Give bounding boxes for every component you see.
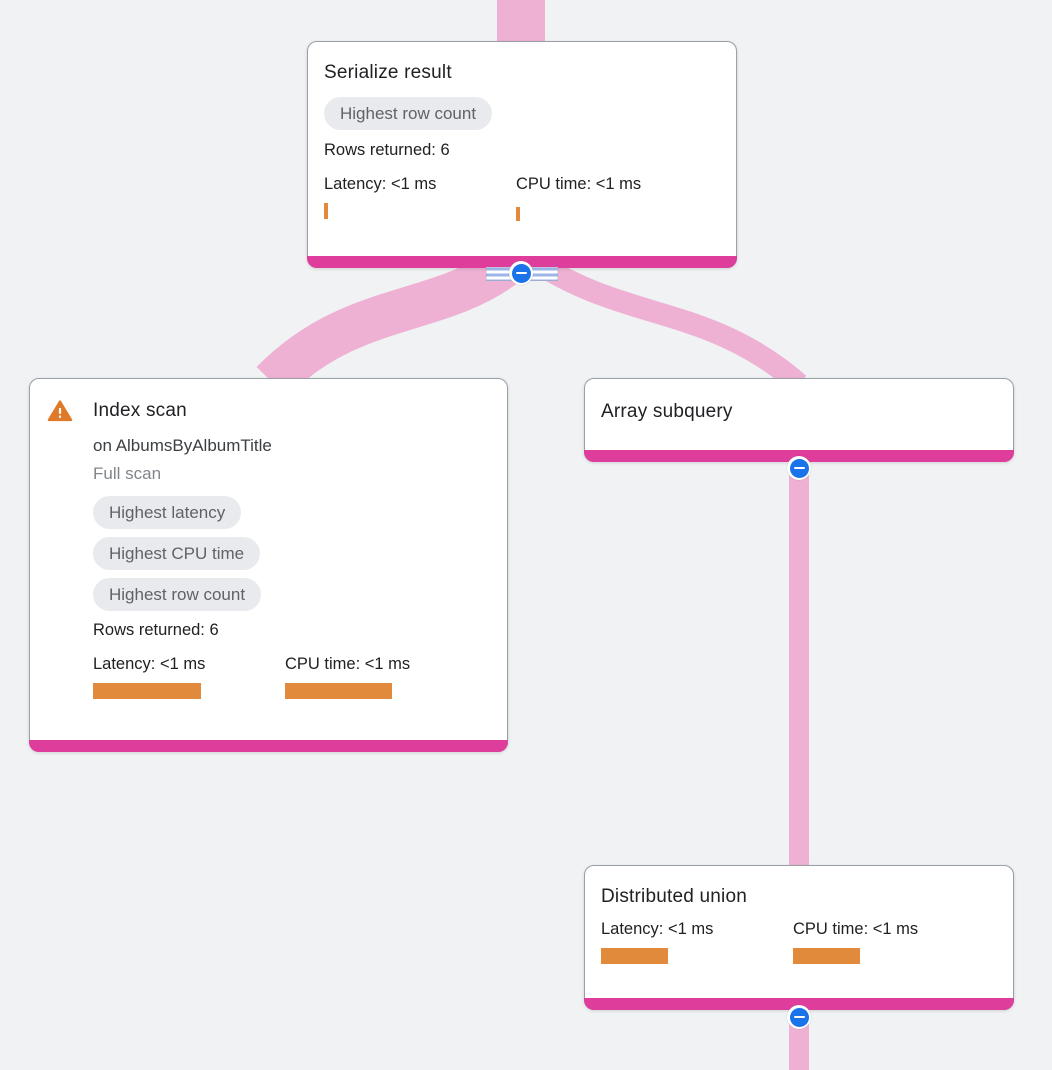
node-accent-bar [29, 740, 508, 752]
collapse-button-distributed-union[interactable] [787, 1005, 811, 1029]
rows-returned-text: Rows returned: 6 [324, 141, 450, 159]
node-title: Serialize result [324, 62, 452, 83]
cpu-time-label: CPU time: <1 ms [793, 920, 919, 938]
node-index-scan[interactable]: Index scan on AlbumsByAlbumTitle Full sc… [29, 378, 508, 752]
scan-type-text: Full scan [93, 464, 162, 483]
node-title: Array subquery [601, 401, 733, 422]
edge-serialize-to-array-subquery [529, 252, 807, 393]
minus-circle-icon [789, 458, 809, 478]
node-distributed-union[interactable]: Distributed union Latency: <1 ms CPU tim… [584, 865, 1014, 1010]
cpu-time-bar [285, 683, 392, 699]
collapse-button-array-subquery[interactable] [787, 456, 811, 480]
badge-highest-row-count: Highest row count [324, 97, 493, 130]
minus-circle-icon [789, 1007, 809, 1027]
node-array-subquery[interactable]: Array subquery [584, 378, 1014, 462]
minus-circle-icon [511, 263, 531, 283]
warning-icon [47, 398, 73, 429]
latency-label: Latency: <1 ms [324, 175, 437, 193]
rows-returned-text: Rows returned: 6 [93, 621, 219, 639]
latency-label: Latency: <1 ms [601, 920, 714, 938]
index-target-text: on AlbumsByAlbumTitle [93, 436, 272, 455]
badge-highest-cpu-time: Highest CPU time [93, 537, 261, 570]
cpu-time-bar [793, 948, 860, 964]
latency-bar [601, 948, 668, 964]
edge-serialize-to-index-scan [256, 244, 524, 398]
node-accent-bar [584, 998, 1014, 1010]
cpu-time-label: CPU time: <1 ms [516, 175, 642, 193]
cpu-time-bar [516, 207, 520, 221]
node-title: Index scan [93, 400, 187, 421]
collapse-button-serialize-result[interactable] [509, 261, 533, 285]
badge-highest-latency: Highest latency [93, 496, 242, 529]
latency-bar [324, 203, 328, 219]
badge-highest-row-count: Highest row count [93, 578, 262, 611]
node-title: Distributed union [601, 886, 747, 907]
latency-label: Latency: <1 ms [93, 655, 206, 673]
cpu-time-label: CPU time: <1 ms [285, 655, 411, 673]
node-serialize-result[interactable]: Serialize result Highest row count Rows … [307, 41, 737, 268]
latency-bar [93, 683, 201, 699]
